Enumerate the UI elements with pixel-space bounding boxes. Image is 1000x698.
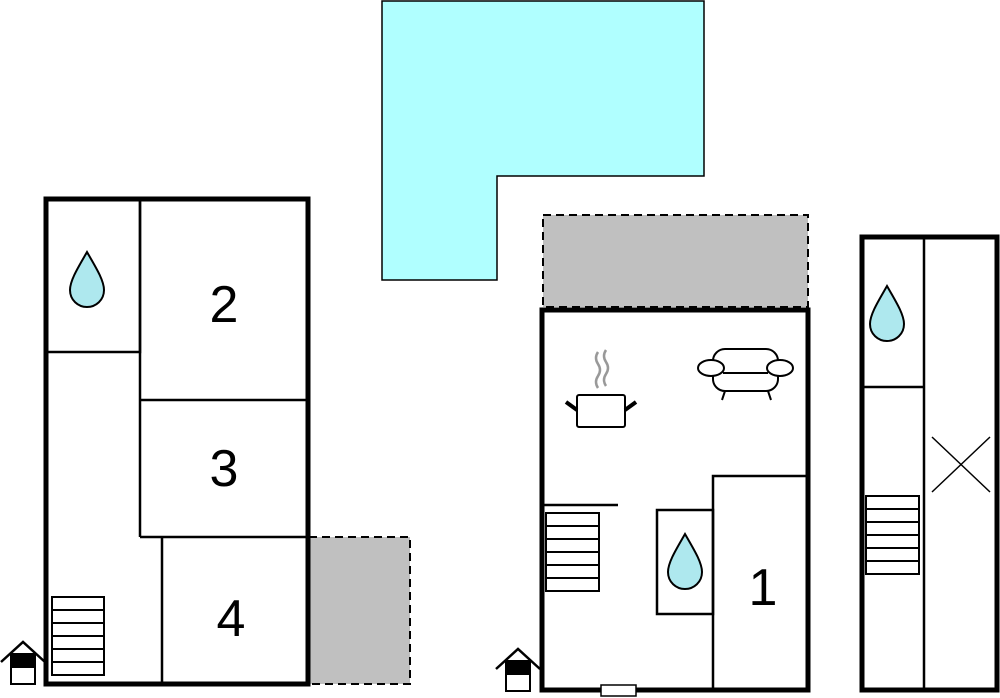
water-drop-icon bbox=[667, 533, 703, 590]
sofa-icon bbox=[697, 348, 794, 401]
terrace-left bbox=[308, 536, 411, 685]
entrance-house-icon bbox=[494, 647, 542, 693]
terrace-middle bbox=[542, 214, 809, 308]
right-building bbox=[859, 234, 1000, 693]
bathroom-middle bbox=[655, 508, 715, 616]
room-3-label: 3 bbox=[210, 440, 239, 498]
room-2-label: 2 bbox=[210, 276, 239, 334]
middle-building: 1 bbox=[494, 214, 811, 697]
stairs-icon bbox=[865, 495, 920, 575]
left-building: 2 3 4 bbox=[0, 196, 411, 687]
void-cross-icon bbox=[931, 436, 991, 493]
door-icon bbox=[600, 684, 637, 697]
room-1-label: 1 bbox=[749, 559, 778, 617]
stairs-icon bbox=[545, 512, 600, 592]
stairs-icon bbox=[51, 596, 105, 676]
water-drop-icon bbox=[69, 251, 105, 308]
room-4-label: 4 bbox=[217, 590, 246, 648]
water-drop-icon bbox=[869, 285, 905, 342]
cooking-pot-icon bbox=[564, 349, 638, 428]
pool bbox=[381, 0, 705, 281]
entrance-house-icon bbox=[0, 640, 47, 686]
